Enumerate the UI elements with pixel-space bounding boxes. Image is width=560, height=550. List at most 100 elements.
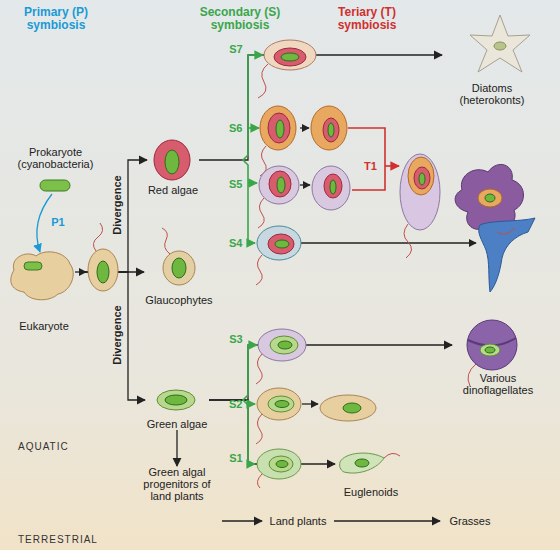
host-cell <box>320 395 376 421</box>
node-label: Red algae <box>148 184 198 196</box>
red-endosymbiont <box>414 167 430 189</box>
bracket-arrow <box>385 165 399 167</box>
tertiary-endosymbiont <box>408 157 434 195</box>
text-label: AQUATIC <box>18 440 118 453</box>
flagellum <box>256 354 262 384</box>
flagellum <box>404 224 412 258</box>
host-cell <box>258 329 306 361</box>
green-alga-cell <box>157 390 195 410</box>
cell-node: Prokaryote (cyanobacteria) <box>8 146 103 194</box>
chloroplast <box>165 395 187 405</box>
connector-arrow <box>209 345 452 400</box>
connector-arrow <box>222 520 262 521</box>
endosymbiont <box>478 189 502 207</box>
red-endosymbiont <box>274 48 306 66</box>
cell-node: Various dinoflagellates <box>452 318 544 396</box>
node-label: Various dinoflagellates <box>456 372 540 396</box>
arrow-line <box>302 403 318 404</box>
arrow-line <box>301 242 476 243</box>
node-label: Grasses <box>450 515 491 527</box>
chloroplast <box>276 461 288 468</box>
host-cell <box>257 226 301 260</box>
node-label: Prokaryote (cyanobacteria) <box>11 146 101 170</box>
chloroplast <box>419 173 425 185</box>
chloroplast <box>277 177 285 193</box>
cell-node: Glaucophytes <box>144 248 214 306</box>
brace-tick <box>248 463 255 465</box>
cell-node: Green algal progenitors of land plants <box>132 466 222 528</box>
node-label: Green algae <box>147 418 208 430</box>
chloroplast <box>330 180 336 194</box>
chloroplast <box>355 459 369 467</box>
node-label: Eukaryote <box>19 320 69 332</box>
cell-node: Euglenoids <box>335 446 407 498</box>
connector-arrow <box>176 430 177 466</box>
cell-node: Eukaryote <box>8 252 80 332</box>
text-label: S6 <box>229 122 249 135</box>
flagellum <box>256 255 262 285</box>
host-cell <box>259 166 299 204</box>
flagellum <box>258 64 268 98</box>
flagellum <box>162 228 170 254</box>
node-label: Green algal progenitors of land plants <box>140 466 214 502</box>
brace-tick <box>248 403 255 405</box>
green-endosymbiont <box>269 456 293 472</box>
chloroplast <box>275 240 289 248</box>
chloroplast <box>485 194 495 202</box>
green-endosymbiont <box>268 396 294 412</box>
connector-arrow <box>334 520 440 521</box>
brace-tick <box>248 344 257 346</box>
flagellum <box>497 228 515 234</box>
chloroplast <box>494 42 506 50</box>
text-label: S2 <box>229 398 249 411</box>
text-label: Primary (P) symbiosis <box>6 6 106 32</box>
chloroplast <box>275 401 289 408</box>
host-cell <box>400 154 440 230</box>
edge-label: S7 <box>229 43 242 55</box>
arrow-line <box>75 271 86 272</box>
text-label: S4 <box>229 237 249 250</box>
engulfed-cyanobacterium <box>24 262 42 270</box>
red-endosymbiont <box>324 174 342 198</box>
host-cell <box>88 249 118 291</box>
bracket-line <box>348 128 385 190</box>
brace-tick <box>248 182 257 184</box>
eukaryote-cell <box>11 252 73 300</box>
brace-tick <box>248 54 263 56</box>
brace-line <box>243 345 248 464</box>
dinoflagellate-cell <box>455 164 523 229</box>
cyanobacterium <box>40 180 70 191</box>
chloroplast <box>328 123 334 137</box>
text-label: Secondary (S) symbiosis <box>190 6 290 32</box>
red-endosymbiont <box>268 234 294 254</box>
host-cell <box>312 166 350 210</box>
edge-label: S3 <box>229 333 242 345</box>
node-label: Diatoms (heterokonts) <box>452 82 532 106</box>
tertiary-bracket <box>348 128 399 190</box>
red-endosymbiont <box>323 118 339 142</box>
connector-arrow <box>80 272 145 400</box>
connector-arrow <box>37 194 52 252</box>
edge-label: Divergence <box>111 175 123 234</box>
brace-tick <box>248 127 259 129</box>
cell-node: Grasses <box>440 513 500 529</box>
chloroplast <box>278 341 292 349</box>
dinoflagellate-cell <box>479 218 535 292</box>
red-alga-cell <box>154 140 190 180</box>
edge-label: P1 <box>51 216 64 228</box>
cell-node: Green algae <box>145 388 209 430</box>
flagellum <box>257 474 262 488</box>
chloroplast <box>276 120 284 138</box>
chloroplast <box>97 261 109 283</box>
arrow-line <box>300 127 309 128</box>
edge-label: Divergence <box>111 305 123 364</box>
node-label: Glaucophytes <box>145 294 212 306</box>
host-cell <box>264 40 316 70</box>
flagellum <box>93 223 102 251</box>
cell-node: Land plants <box>262 513 334 529</box>
brace-tick <box>248 242 255 244</box>
diatom-cell <box>470 15 530 72</box>
text-label: T1 <box>364 160 386 173</box>
text-label: TERRESTRIAL <box>18 533 138 546</box>
